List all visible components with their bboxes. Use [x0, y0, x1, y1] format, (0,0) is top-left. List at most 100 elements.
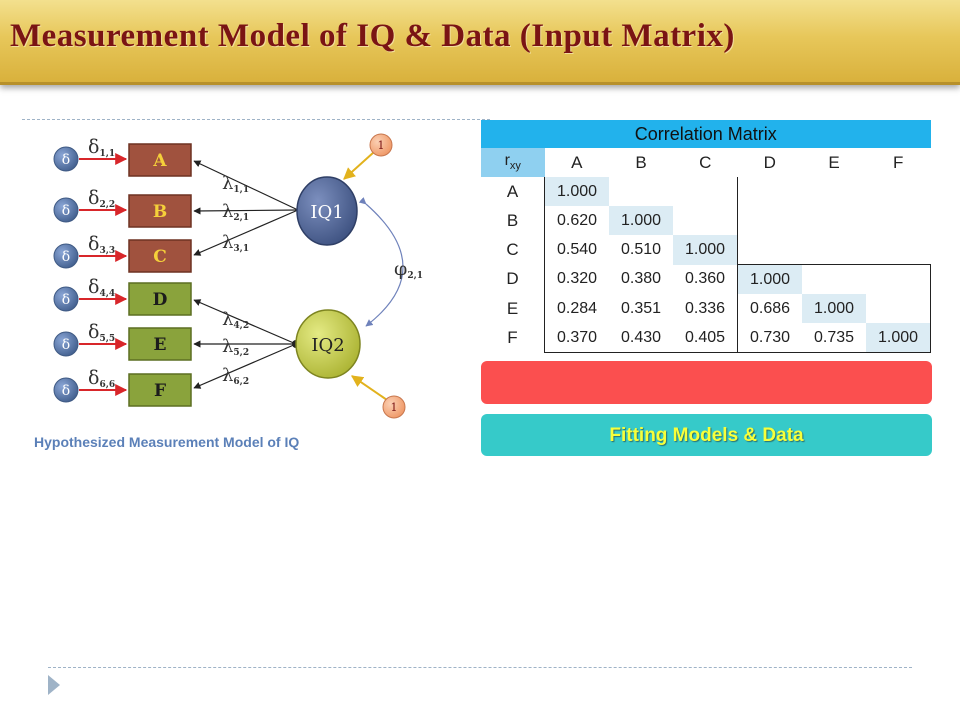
matrix-cell: 0.510 — [620, 240, 662, 258]
covariance-arc — [358, 197, 404, 327]
error-circle-f — [53, 377, 79, 403]
indicator-box-c — [128, 239, 192, 273]
error-label-3: δ3,3 — [88, 233, 115, 256]
title-bar: Measurement Model of IQ & Data (Input Ma… — [0, 0, 960, 85]
latent-oval-iq1 — [296, 176, 358, 246]
slide-bullet-icon — [48, 675, 60, 695]
slide-title: Measurement Model of IQ & Data (Input Ma… — [10, 18, 735, 54]
error-symbol: δ — [62, 203, 70, 219]
matrix-empty-cell — [866, 264, 931, 294]
fix-arrow-2 — [351, 375, 388, 401]
error-circle-d — [53, 286, 79, 312]
column-header: C — [699, 152, 712, 172]
indicator-label-d: D — [153, 290, 168, 310]
matrix-cell: 0.730 — [737, 323, 802, 353]
matrix-empty-cell — [737, 177, 802, 206]
matrix-empty-cell — [673, 177, 738, 206]
matrix-cell: 0.351 — [620, 299, 662, 317]
matrix-empty-cell — [737, 235, 802, 265]
error-symbol: δ — [62, 292, 70, 308]
error-circle-c — [53, 243, 79, 269]
primary-button[interactable] — [481, 361, 932, 404]
error-label-2: δ2,2 — [88, 187, 115, 210]
error-circles: δ δ δ δ δ δ — [53, 146, 79, 403]
matrix-empty-cell — [866, 206, 931, 235]
column-header: D — [763, 152, 776, 172]
error-circle-e — [53, 331, 79, 357]
column-header: B — [635, 152, 647, 172]
diagram-caption: Hypothesized Measurement Model of IQ — [34, 434, 300, 450]
matrix-cell: 1.000 — [609, 206, 673, 235]
matrix-cell: 0.360 — [684, 270, 726, 288]
matrix-cell: 1.000 — [544, 177, 609, 206]
loading-label-2: λ2,1 — [222, 201, 249, 223]
covariance-label: φ2,1 — [394, 258, 423, 281]
row-label: F — [507, 327, 518, 347]
matrix-empty-cell — [737, 206, 802, 235]
matrix-cell: 0.540 — [544, 235, 609, 265]
indicator-label-a: A — [152, 151, 167, 171]
row-label: D — [506, 269, 519, 289]
indicator-label-c: C — [153, 247, 167, 267]
matrix-title-row: Correlation Matrix — [481, 120, 931, 148]
latent-label-iq2: IQ2 — [311, 335, 344, 356]
fix-arrow-1 — [343, 151, 375, 180]
loading-arrows — [193, 160, 299, 389]
error-circle-a — [53, 146, 79, 172]
error-labels: δ1,1 δ2,2 δ3,3 δ4,4 δ5,5 δ6,6 — [88, 136, 115, 390]
error-circle-b — [53, 197, 79, 223]
variance-fix-label-1: 1 — [378, 139, 385, 152]
row-label: A — [506, 181, 519, 201]
matrix-corner-cell: rxy — [481, 148, 545, 177]
matrix-cell: 0.336 — [684, 299, 726, 317]
correlation-matrix: Correlation Matrix rxy A B C D E F A 1.00… — [481, 120, 931, 353]
loading-label-4: λ4,2 — [222, 309, 249, 331]
error-symbol: δ — [62, 249, 70, 265]
matrix-cell: 0.284 — [544, 294, 609, 323]
column-header: E — [828, 152, 840, 172]
row-label: B — [506, 210, 519, 230]
indicator-box-b — [128, 194, 192, 228]
latent-label-iq1: IQ1 — [310, 202, 343, 223]
matrix-cell: 0.380 — [620, 270, 662, 288]
indicator-label-f: F — [154, 381, 166, 401]
matrix-empty-cell — [866, 294, 931, 323]
error-symbol: δ — [62, 152, 70, 168]
error-label-6: δ6,6 — [88, 367, 115, 390]
error-label-1: δ1,1 — [88, 136, 115, 159]
matrix-cell: 1.000 — [737, 264, 802, 294]
matrix-row: A 1.000 — [481, 177, 931, 206]
row-label: E — [506, 298, 519, 318]
matrix-header-row: rxy A B C D E F — [481, 148, 931, 177]
indicator-box-d — [128, 282, 192, 316]
indicator-label-b: B — [153, 202, 167, 222]
matrix-empty-cell — [802, 264, 866, 294]
error-symbol: δ — [62, 337, 70, 353]
loading-labels: λ1,1 λ2,1 λ3,1 λ4,2 λ5,2 λ6,2 — [222, 173, 249, 387]
matrix-empty-cell — [802, 206, 866, 235]
matrix-cell: 1.000 — [802, 294, 866, 323]
fitting-models-data-button[interactable]: Fitting Models & Data — [481, 414, 932, 456]
matrix-empty-cell — [802, 177, 866, 206]
loading-label-1: λ1,1 — [222, 173, 249, 195]
matrix-empty-cell — [866, 235, 931, 265]
loading-label-6: λ6,2 — [222, 365, 249, 387]
matrix-cell: 0.686 — [737, 294, 802, 323]
matrix-empty-cell — [673, 206, 738, 235]
variance-fix-circle-2 — [382, 395, 406, 419]
matrix-cell: 0.405 — [673, 323, 738, 353]
loading-label-3: λ3,1 — [222, 232, 249, 254]
variance-fix-circle-1 — [369, 133, 393, 157]
matrix-cell: 0.430 — [609, 323, 673, 353]
measurement-model-diagram: δ δ δ δ δ δ δ1,1 δ2,2 δ3,3 δ4,4 δ5,5 δ6,… — [53, 133, 423, 419]
matrix-cell: 0.370 — [544, 323, 609, 353]
error-symbol: δ — [62, 383, 70, 399]
matrix-title: Correlation Matrix — [481, 120, 931, 148]
indicator-box-f — [128, 373, 192, 407]
